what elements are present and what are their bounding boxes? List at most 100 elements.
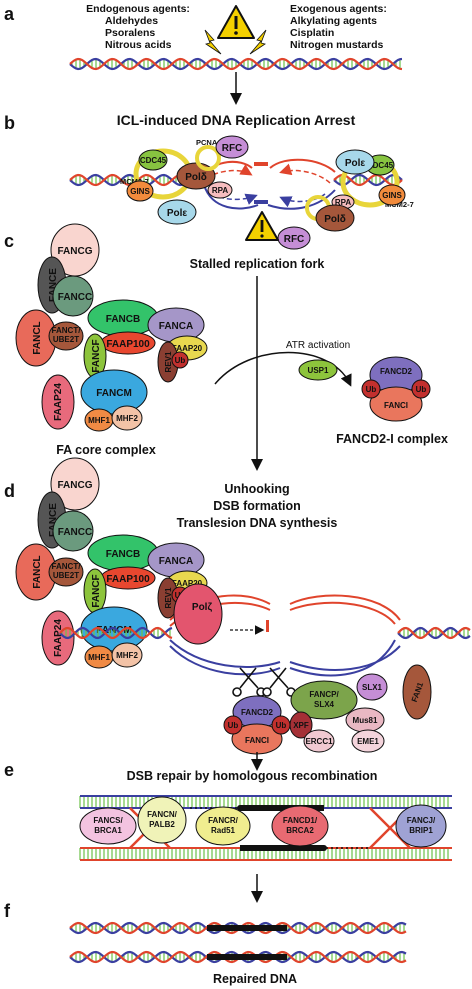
warning-icon xyxy=(245,211,279,241)
svg-text:MHF2: MHF2 xyxy=(116,414,138,423)
repair-patch xyxy=(207,925,287,931)
stalled-fork-label: Stalled replication fork xyxy=(190,257,325,271)
ercc1-protein xyxy=(303,729,335,753)
svg-text:PALB2: PALB2 xyxy=(149,820,175,829)
svg-text:FANCE: FANCE xyxy=(48,268,59,302)
svg-text:FANCB: FANCB xyxy=(106,314,140,325)
endogenous-agents: Endogenous agents: Aldehydes Psoralens N… xyxy=(86,3,190,51)
svg-text:Polε: Polε xyxy=(167,208,188,219)
svg-text:Ub: Ub xyxy=(276,721,287,730)
svg-text:Polδ: Polδ xyxy=(185,172,207,183)
svg-text:FANCG: FANCG xyxy=(58,246,93,257)
svg-text:FAAP24: FAAP24 xyxy=(53,619,64,657)
faap24-protein xyxy=(41,610,75,666)
lightning-icon xyxy=(204,29,222,55)
fancd2-i-complex: FANCD2 FANCI Ub Ub xyxy=(223,695,291,755)
xpf-protein xyxy=(289,711,313,739)
svg-text:FANCA: FANCA xyxy=(159,556,193,567)
pol-epsilon-protein xyxy=(157,199,197,225)
svg-text:FANCM: FANCM xyxy=(96,388,132,399)
svg-text:FANCC: FANCC xyxy=(58,292,92,303)
fan1-protein xyxy=(402,664,432,720)
svg-text:REV1: REV1 xyxy=(164,351,173,372)
svg-text:FANCT/: FANCT/ xyxy=(52,562,82,571)
dna-helix xyxy=(397,626,471,640)
svg-text:Rad51: Rad51 xyxy=(211,826,236,835)
svg-text:GINS: GINS xyxy=(382,191,402,200)
svg-text:Ub: Ub xyxy=(416,385,427,394)
usp1-protein xyxy=(298,359,338,381)
svg-text:FANCP/: FANCP/ xyxy=(309,690,339,699)
panel-label-d: d xyxy=(4,481,15,501)
repair-patch xyxy=(207,954,287,960)
panel-label-a: a xyxy=(4,4,15,24)
lightning-icon xyxy=(249,29,267,55)
d-steps: Unhooking DSB formation Translesion DNA … xyxy=(177,482,338,530)
svg-text:RFC: RFC xyxy=(284,234,305,245)
fanci-protein xyxy=(369,386,423,422)
svg-text:Mus81: Mus81 xyxy=(353,716,378,725)
svg-text:FANCI: FANCI xyxy=(384,401,408,410)
pol-zeta-label: Polζ xyxy=(192,602,213,613)
svg-text:SLX1: SLX1 xyxy=(362,683,383,692)
svg-text:EME1: EME1 xyxy=(357,737,379,746)
dna-helix xyxy=(69,57,403,71)
svg-text:REV1: REV1 xyxy=(164,587,173,608)
svg-text:FANCJ/: FANCJ/ xyxy=(407,816,436,825)
fancd2-i-label: FANCD2-I complex xyxy=(336,432,448,446)
fancs-protein xyxy=(79,807,137,845)
repaired-dna-label: Repaired DNA xyxy=(213,972,297,986)
scissors-icon xyxy=(262,667,296,697)
svg-text:Ub: Ub xyxy=(175,356,186,365)
fancc-protein xyxy=(52,510,94,552)
svg-text:FAAP20: FAAP20 xyxy=(172,344,203,353)
svg-text:MHF1: MHF1 xyxy=(88,653,110,662)
svg-text:FAAP100: FAAP100 xyxy=(106,574,150,585)
fancn-protein xyxy=(137,796,187,844)
fancd1-protein xyxy=(271,805,329,847)
cdc45-protein xyxy=(138,149,168,171)
svg-text:FANCT/: FANCT/ xyxy=(52,326,82,335)
ubiquitin xyxy=(223,715,243,735)
svg-text:FANCB: FANCB xyxy=(106,549,140,560)
svg-text:CDC45: CDC45 xyxy=(367,161,394,170)
svg-text:MHF2: MHF2 xyxy=(116,651,138,660)
svg-text:FAAP20: FAAP20 xyxy=(172,579,203,588)
svg-text:BRCA2: BRCA2 xyxy=(286,826,314,835)
svg-text:FANCD2: FANCD2 xyxy=(241,708,274,717)
nuclease-complex: FANCP/ SLX4 SLX1 FAN1 XPF ERCC1 Mus81 EM… xyxy=(289,664,432,753)
panel-label-c: c xyxy=(4,231,14,251)
svg-text:FANCL: FANCL xyxy=(32,555,43,588)
fancg-protein xyxy=(50,457,100,511)
exogenous-item: Cisplatin xyxy=(290,27,334,39)
mcm-label: MCM2-7 xyxy=(385,200,414,209)
svg-text:ERCC1: ERCC1 xyxy=(305,737,333,746)
atr-activation-label: ATR activation xyxy=(286,340,350,351)
fancc-protein xyxy=(52,275,94,317)
warning-icon xyxy=(217,5,255,39)
svg-text:RFC: RFC xyxy=(222,143,243,154)
svg-text:UBE2T: UBE2T xyxy=(53,335,79,344)
panel-label-e: e xyxy=(4,760,14,780)
exogenous-title: Exogenous agents: xyxy=(290,3,387,15)
svg-text:UBE2T: UBE2T xyxy=(53,571,79,580)
svg-text:FANCS/: FANCS/ xyxy=(93,816,123,825)
svg-text:BRIP1: BRIP1 xyxy=(409,826,433,835)
fancr-protein xyxy=(195,806,251,846)
svg-text:SLX4: SLX4 xyxy=(314,700,335,709)
fa-core-complex: FANCG FANCE FANCC FANCL FANCT/ UBE2T FAN… xyxy=(15,223,208,432)
panel-b-title: ICL-induced DNA Replication Arrest xyxy=(117,112,356,128)
endogenous-item: Nitrous acids xyxy=(105,39,172,51)
svg-text:MHF1: MHF1 xyxy=(88,416,110,425)
mhf2-protein xyxy=(111,642,143,668)
eme1-protein xyxy=(351,729,385,753)
fancp-protein xyxy=(290,680,358,720)
gins-protein xyxy=(378,184,406,206)
atr-activation-arrow xyxy=(214,351,352,387)
svg-text:FANCF: FANCF xyxy=(91,339,102,372)
svg-text:FANCR/: FANCR/ xyxy=(208,816,239,825)
endogenous-item: Psoralens xyxy=(105,27,155,39)
faap24-protein xyxy=(41,374,75,430)
svg-text:FANCD2: FANCD2 xyxy=(380,367,413,376)
